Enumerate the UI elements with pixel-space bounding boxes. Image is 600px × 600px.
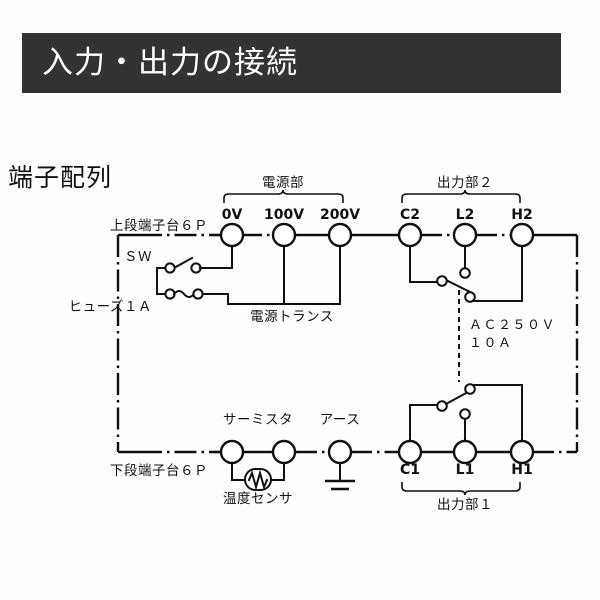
power-transformer-symbol — [227, 245, 341, 305]
terminal-label-H2: H2 — [511, 207, 532, 223]
output1-section-label: 出力部１ — [437, 497, 493, 513]
relay-contact-output1 — [409, 383, 523, 442]
power-section-brace — [223, 189, 344, 203]
lower-terminal-block-label: 下段端子台６Ｐ — [110, 463, 208, 479]
earth-label: アース — [320, 412, 361, 428]
terminal-label-200V: 200V — [320, 207, 360, 223]
page-title: 入力・出力の接続 — [42, 44, 298, 81]
terminal-label-L2: L2 — [456, 207, 475, 223]
upper-terminal-block-label: 上段端子台６Ｐ — [110, 218, 208, 234]
switch-label: ＳＷ — [124, 249, 152, 265]
output2-section-brace — [401, 189, 521, 203]
terminal-200V[interactable] — [327, 222, 353, 248]
terminal-thermistor-a[interactable] — [219, 439, 245, 465]
terminal-0V[interactable] — [219, 222, 245, 248]
terminal-L1[interactable] — [452, 439, 478, 465]
thermistor-label: サーミスタ — [223, 412, 293, 428]
terminal-H2[interactable] — [509, 222, 535, 248]
relay-contact-output2 — [409, 245, 523, 382]
page-header-banner: 入力・出力の接続 — [22, 33, 561, 93]
power-section-label: 電源部 — [262, 175, 304, 191]
contact-rating-line1: ＡＣ２５０Ｖ — [469, 318, 556, 333]
terminal-L2[interactable] — [452, 222, 478, 248]
terminal-label-H1: H1 — [511, 462, 532, 478]
fuse-label: ヒューズ１Ａ — [69, 299, 152, 315]
temperature-sensor-symbol — [231, 462, 285, 491]
lower-terminal-group: C1 L1 H1 — [219, 439, 535, 478]
terminal-label-C1: C1 — [400, 462, 420, 478]
transformer-label: 電源トランス — [250, 309, 334, 325]
fuse-symbol — [156, 288, 229, 305]
temperature-sensor-label: 温度センサ — [223, 491, 293, 507]
terminal-label-C2: C2 — [400, 207, 420, 223]
earth-ground-symbol — [325, 462, 355, 491]
terminal-label-100V: 100V — [264, 207, 304, 223]
terminal-thermistor-b[interactable] — [271, 439, 297, 465]
output2-section-label: 出力部２ — [437, 175, 493, 191]
output1-section-brace — [401, 482, 521, 496]
terminal-C1[interactable] — [397, 439, 423, 465]
terminal-H1[interactable] — [509, 439, 535, 465]
section-title: 端子配列 — [8, 163, 113, 192]
contact-rating-line2: １０Ａ — [469, 336, 513, 351]
terminal-C2[interactable] — [397, 222, 423, 248]
terminal-100V[interactable] — [271, 222, 297, 248]
terminal-label-0V: 0V — [222, 207, 243, 223]
terminal-earth[interactable] — [327, 439, 353, 465]
terminal-label-L1: L1 — [456, 462, 475, 478]
power-switch-symbol — [156, 245, 233, 295]
upper-terminal-group: 0V 100V 200V C2 L2 H2 — [219, 207, 535, 248]
